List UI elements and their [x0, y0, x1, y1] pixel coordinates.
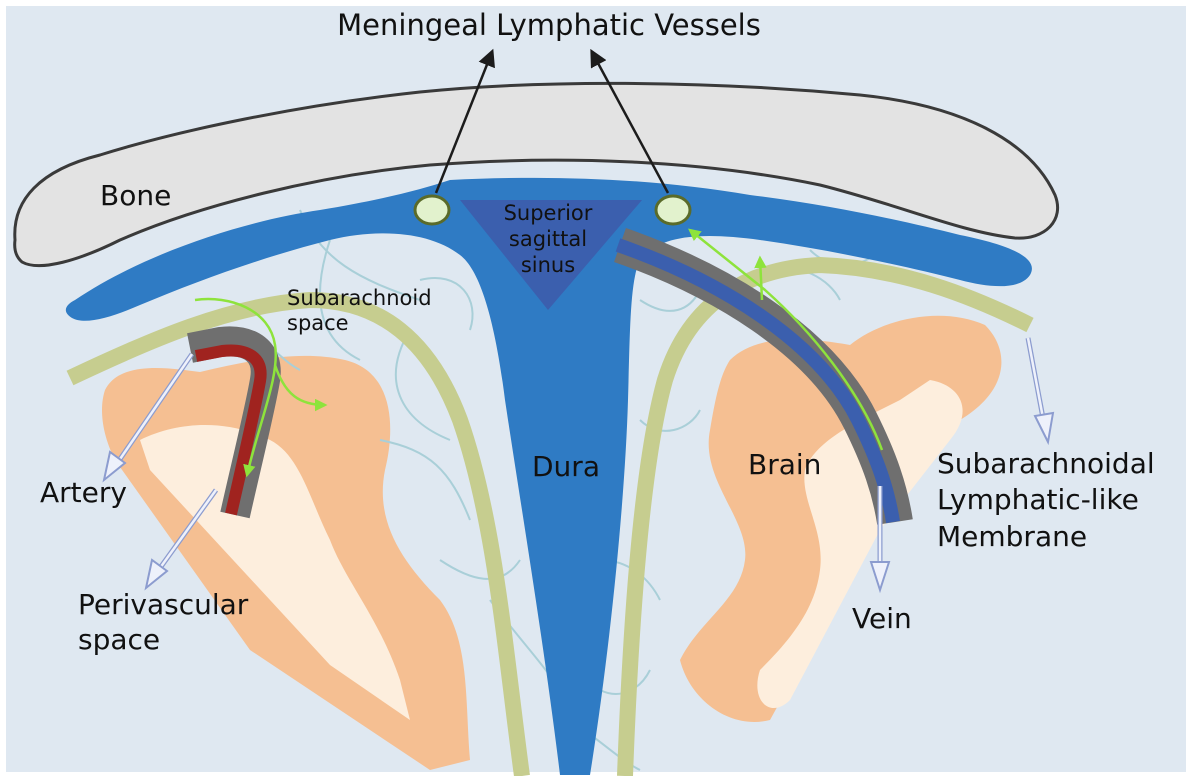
- brain-label: Brain: [748, 448, 821, 481]
- subarachnoid-label-line1: Subarachnoid: [287, 286, 432, 310]
- membrane-label-line2: Lymphatic-like: [937, 483, 1139, 516]
- membrane-label-line1: Subarachnoidal: [937, 447, 1155, 480]
- perivascular-label-line2: space: [78, 623, 160, 656]
- subarachnoid-label-line2: space: [287, 311, 349, 335]
- sinus-label-line3: sinus: [521, 253, 575, 277]
- membrane-label-line3: Membrane: [937, 520, 1087, 553]
- sinus-label-line1: Superior: [504, 201, 593, 225]
- dura-label: Dura: [532, 450, 600, 483]
- sinus-label-line2: sagittal: [509, 227, 587, 251]
- title-label: Meningeal Lymphatic Vessels: [337, 8, 761, 42]
- artery-label: Artery: [40, 476, 127, 509]
- lymphatic-vessel-left: [415, 196, 449, 224]
- bone-label: Bone: [100, 179, 171, 212]
- lymphatic-vessel-right: [656, 196, 690, 224]
- perivascular-label-line1: Perivascular: [78, 588, 249, 621]
- vein-label: Vein: [852, 602, 912, 635]
